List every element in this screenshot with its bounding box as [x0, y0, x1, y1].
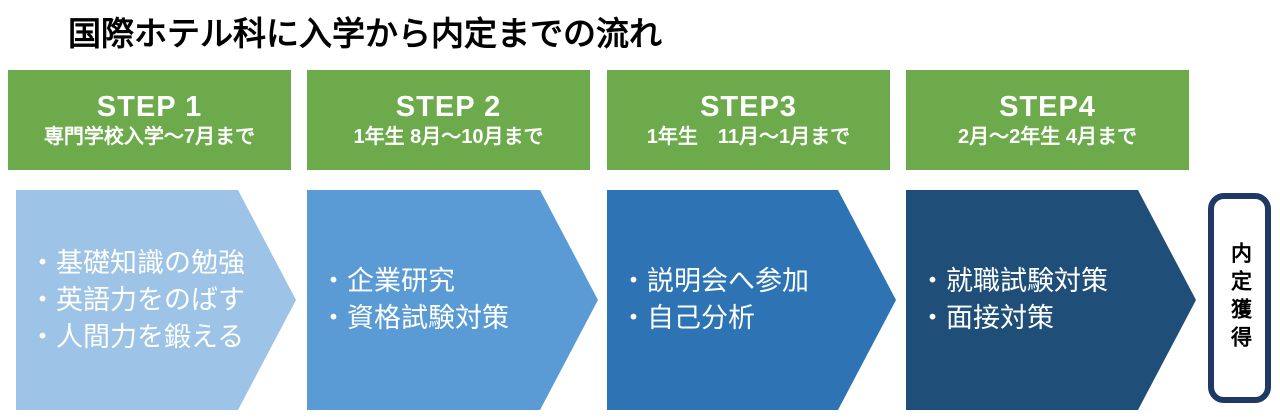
- task-item: ・基礎知識の勉強: [29, 247, 245, 278]
- step1-name: STEP 1: [96, 90, 203, 123]
- step3-period: 1年生 11月～1月まで: [646, 125, 851, 148]
- step3-name: STEP3: [700, 90, 797, 123]
- step1-arrow: ・基礎知識の勉強 ・英語力をのばす ・人間力を鍛える: [16, 190, 296, 410]
- task-item: ・資格試験対策: [320, 303, 509, 333]
- step1-task-list: ・基礎知識の勉強 ・英語力をのばす ・人間力を鍛える: [16, 245, 245, 356]
- step3-header: STEP3 1年生 11月～1月まで: [607, 70, 890, 170]
- task-item: ・就職試験対策: [919, 266, 1108, 296]
- step3-arrow: ・説明会へ参加 ・自己分析: [607, 190, 896, 410]
- task-item: ・面接対策: [919, 303, 1054, 333]
- step2-task-list: ・企業研究 ・資格試験対策: [307, 263, 509, 337]
- task-item: ・企業研究: [320, 266, 455, 296]
- goal-text: 内定獲得: [1228, 242, 1252, 354]
- step4-header: STEP4 2月～2年生 4月まで: [906, 70, 1189, 170]
- step2-header: STEP 2 1年生 8月～10月まで: [307, 70, 590, 170]
- step2-period: 1年生 8月～10月まで: [353, 125, 544, 148]
- step1-period: 専門学校入学～7月まで: [43, 125, 256, 148]
- task-item: ・英語力をのばす: [29, 284, 245, 315]
- step4-arrow: ・就職試験対策 ・面接対策: [906, 190, 1196, 410]
- step2-arrow: ・企業研究 ・資格試験対策: [307, 190, 598, 410]
- diagram-title: 国際ホテル科に入学から内定までの流れ: [68, 15, 662, 52]
- task-item: ・説明会へ参加: [620, 266, 809, 296]
- task-item: ・人間力を鍛える: [29, 321, 245, 352]
- task-item: ・自己分析: [620, 303, 755, 333]
- step4-name: STEP4: [999, 90, 1096, 123]
- step4-period: 2月～2年生 4月まで: [958, 125, 1137, 148]
- step1-header: STEP 1 専門学校入学～7月まで: [8, 70, 291, 170]
- step4-task-list: ・就職試験対策 ・面接対策: [906, 263, 1108, 337]
- step2-name: STEP 2: [395, 90, 502, 123]
- step3-task-list: ・説明会へ参加 ・自己分析: [607, 263, 809, 337]
- goal-box: 内定獲得: [1208, 193, 1271, 403]
